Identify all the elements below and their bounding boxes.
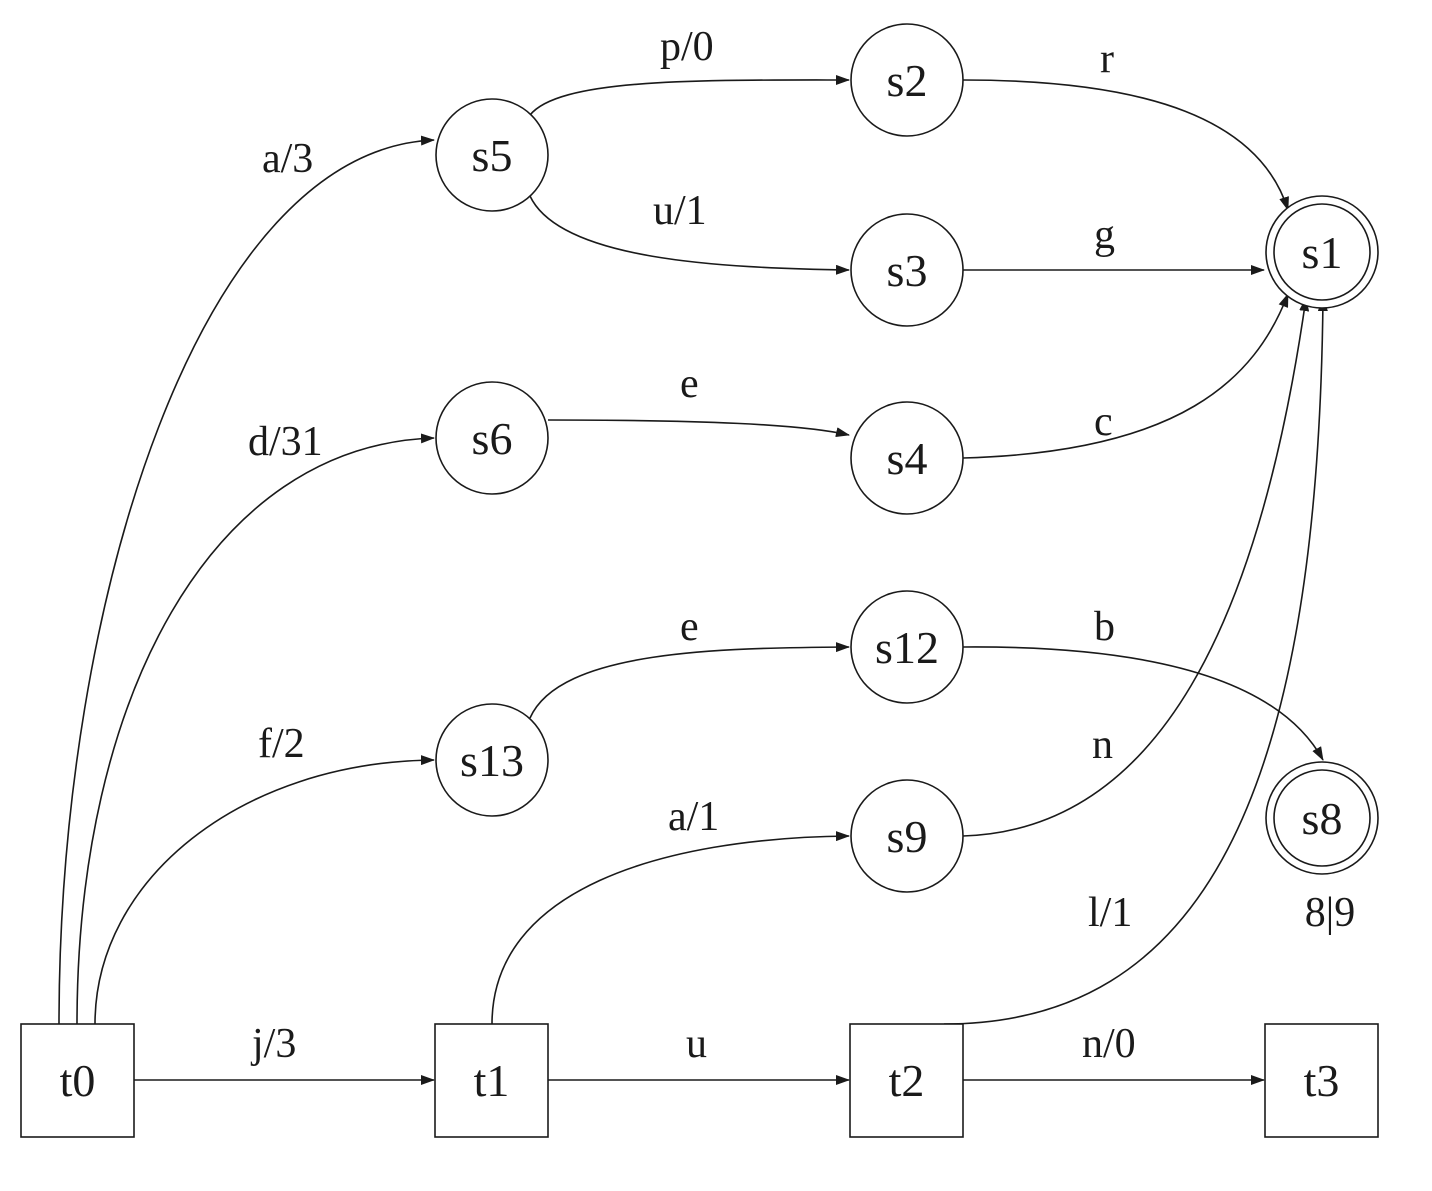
edge-s13-s12-label: e bbox=[680, 604, 699, 650]
edge-s9-s1-line bbox=[962, 297, 1310, 837]
edge-t0-s6-label: d/31 bbox=[248, 419, 323, 465]
edge-s6-s4: e bbox=[547, 361, 850, 438]
node-s12: s12 bbox=[850, 590, 964, 704]
node-s4-circle bbox=[850, 401, 964, 515]
edge-s2-s1-line bbox=[962, 79, 1289, 211]
edge-s4-s1: c bbox=[962, 293, 1289, 459]
edge-t2-t3-label: n/0 bbox=[1082, 1021, 1136, 1067]
node-s2-label: s2 bbox=[887, 55, 928, 106]
node-t3-label: t3 bbox=[1304, 1055, 1340, 1106]
edge-s4-s1-line bbox=[962, 293, 1289, 459]
node-s8: s8 8|9 bbox=[1265, 761, 1379, 936]
edge-t0-s6: d/31 bbox=[76, 419, 435, 1025]
node-t3: t3 bbox=[1264, 1023, 1379, 1138]
edge-t0-s5-label: a/3 bbox=[262, 136, 313, 182]
edge-s6-s4-line bbox=[547, 419, 850, 438]
edge-t1-t2: u bbox=[548, 1021, 850, 1085]
edge-t0-s5-line bbox=[58, 135, 435, 1025]
edge-t1-s9-label: a/1 bbox=[668, 794, 719, 840]
edge-s5-s2-line bbox=[529, 74, 850, 116]
node-t0-box bbox=[20, 1023, 135, 1138]
edge-t0-t1: j/3 bbox=[134, 1021, 435, 1085]
edge-s5-s2-label: p/0 bbox=[660, 24, 714, 70]
edge-s3-s1: g bbox=[963, 212, 1265, 275]
edge-s13-s12: e bbox=[529, 604, 850, 719]
edge-s12-s8-label: b bbox=[1094, 604, 1115, 650]
node-s12-circle bbox=[850, 590, 964, 704]
edge-s12-s8: b bbox=[962, 604, 1324, 761]
edge-t1-s9: a/1 bbox=[491, 794, 850, 1025]
nodes: t0 t1 t2 t3 s5 s6 s13 s2 bbox=[20, 23, 1379, 1138]
edge-t2-t3: n/0 bbox=[963, 1021, 1265, 1085]
node-s1: s1 bbox=[1265, 195, 1379, 309]
node-s3-label: s3 bbox=[887, 245, 928, 296]
node-s9: s9 bbox=[850, 779, 964, 893]
edge-t0-s13-line bbox=[94, 755, 435, 1025]
node-s6: s6 bbox=[435, 381, 549, 495]
node-s4-label: s4 bbox=[887, 433, 928, 484]
node-s6-label: s6 bbox=[472, 413, 513, 464]
node-t2-box bbox=[849, 1023, 964, 1138]
node-s9-label: s9 bbox=[887, 811, 928, 862]
edge-t2-s1: l/1 bbox=[943, 297, 1328, 1025]
node-s1-inner-circle bbox=[1273, 203, 1371, 301]
edge-t2-s1-label: l/1 bbox=[1088, 890, 1132, 936]
edge-s4-s1-label: c bbox=[1094, 399, 1113, 445]
edge-s2-s1-label: r bbox=[1100, 36, 1114, 82]
node-s8-label: s8 bbox=[1302, 793, 1343, 844]
node-s6-circle bbox=[435, 381, 549, 495]
node-s2: s2 bbox=[850, 23, 964, 137]
edge-s5-s2: p/0 bbox=[529, 24, 850, 116]
edges: a/3 d/31 f/2 j/3 p/0 u/1 r g bbox=[58, 24, 1328, 1085]
edge-s12-s8-line bbox=[962, 646, 1324, 761]
edge-s6-s4-label: e bbox=[680, 361, 699, 407]
node-t2: t2 bbox=[849, 1023, 964, 1138]
edge-t0-s5: a/3 bbox=[58, 135, 435, 1025]
node-s9-circle bbox=[850, 779, 964, 893]
edge-s13-s12-line bbox=[529, 642, 850, 719]
node-s5-label: s5 bbox=[472, 130, 513, 181]
node-t0-label: t0 bbox=[60, 1055, 96, 1106]
node-s3: s3 bbox=[850, 213, 964, 327]
node-t1-label: t1 bbox=[474, 1055, 510, 1106]
node-t1-box bbox=[434, 1023, 549, 1138]
edge-s5-s3-label: u/1 bbox=[653, 188, 707, 234]
node-s8-inner-circle bbox=[1273, 769, 1371, 867]
edge-s2-s1: r bbox=[962, 36, 1289, 211]
node-t3-box bbox=[1264, 1023, 1379, 1138]
edge-t0-s13: f/2 bbox=[94, 721, 435, 1025]
node-s3-circle bbox=[850, 213, 964, 327]
node-s8-annotation: 8|9 bbox=[1305, 890, 1355, 936]
edge-s5-s3-line bbox=[529, 195, 850, 275]
node-t0: t0 bbox=[20, 1023, 135, 1138]
edge-s3-s1-label: g bbox=[1094, 212, 1115, 258]
edge-s5-s3: u/1 bbox=[529, 188, 850, 275]
edge-t1-s9-line bbox=[491, 831, 850, 1025]
node-s13-circle bbox=[435, 703, 549, 817]
edge-s9-s1-label: n bbox=[1092, 722, 1113, 768]
edge-t2-s1-line bbox=[943, 297, 1328, 1025]
node-t2-label: t2 bbox=[889, 1055, 925, 1106]
node-s2-circle bbox=[850, 23, 964, 137]
node-s13-label: s13 bbox=[460, 735, 524, 786]
node-s4: s4 bbox=[850, 401, 964, 515]
node-s5-circle bbox=[435, 98, 549, 212]
node-s1-label: s1 bbox=[1302, 227, 1343, 278]
edge-t0-t1-label: j/3 bbox=[250, 1021, 296, 1067]
edge-t0-s13-label: f/2 bbox=[258, 721, 305, 767]
node-s13: s13 bbox=[435, 703, 549, 817]
edge-t1-t2-label: u bbox=[686, 1021, 707, 1067]
edge-t0-s6-line bbox=[76, 433, 435, 1025]
edge-s9-s1: n bbox=[962, 297, 1310, 837]
node-t1: t1 bbox=[434, 1023, 549, 1138]
node-s12-label: s12 bbox=[875, 622, 939, 673]
node-s5: s5 bbox=[435, 98, 549, 212]
